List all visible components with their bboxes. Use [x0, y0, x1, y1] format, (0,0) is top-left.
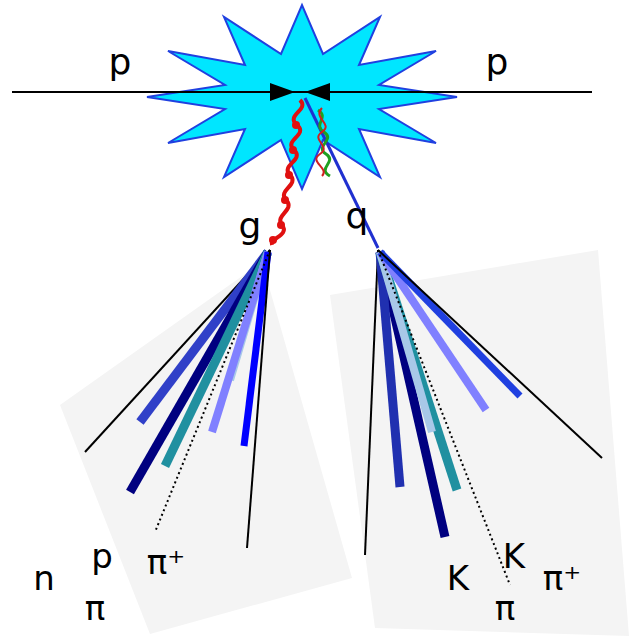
particle-label: p — [486, 44, 509, 80]
collision-star — [147, 5, 457, 189]
beam-arrow — [270, 83, 295, 101]
quark-line — [305, 98, 378, 248]
particle-label: π⁺ — [543, 561, 581, 595]
gluon-jet — [85, 250, 270, 548]
beam-arrow — [305, 83, 330, 101]
particle-label: K — [447, 561, 469, 595]
particle-label: p — [91, 539, 113, 573]
particle-label: π — [495, 591, 515, 625]
jet-panel — [60, 262, 352, 634]
particle-label: n — [33, 561, 55, 595]
particle-label: q — [346, 198, 369, 234]
particle-label: π — [85, 591, 105, 625]
quark-jet — [365, 250, 602, 585]
beam-line — [12, 91, 592, 93]
particle-label: K — [503, 539, 525, 573]
jet-panel — [330, 250, 629, 636]
gluon-line — [272, 100, 303, 245]
gluon-exchange — [316, 108, 325, 176]
gluon-dots — [269, 121, 300, 244]
particle-label: π⁺ — [147, 545, 185, 579]
particle-label: g — [239, 208, 262, 244]
particle-label: p — [109, 44, 132, 80]
